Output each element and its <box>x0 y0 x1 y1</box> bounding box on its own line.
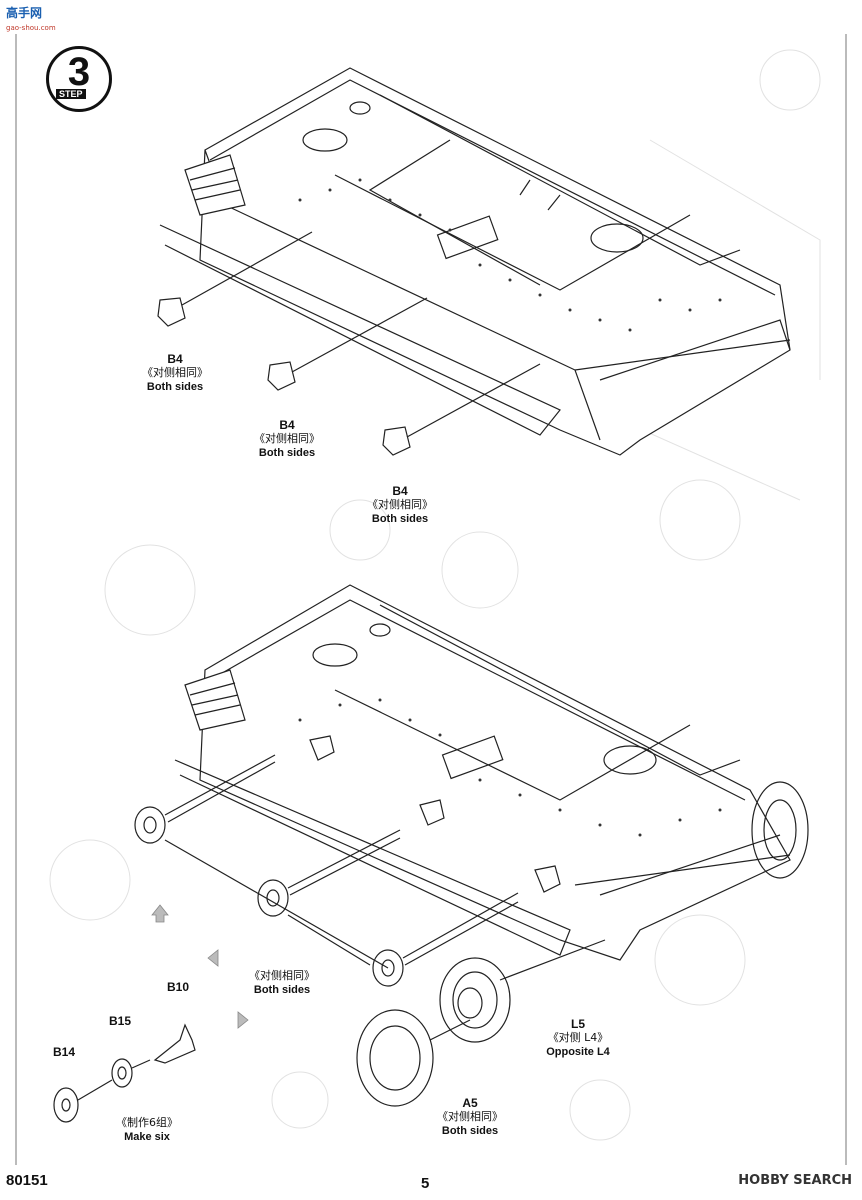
rivet-dots-top <box>298 178 722 332</box>
top-hull-drawing <box>159 67 791 456</box>
label-cn: 《对侧相同》 <box>367 498 433 511</box>
make-six-label: 《制作6组》 Make six <box>116 1116 178 1144</box>
step-badge: 3 STEP <box>46 46 112 112</box>
step-word: STEP <box>56 89 86 99</box>
kit-number: 80151 <box>6 1172 48 1189</box>
direction-arrows <box>151 904 249 1029</box>
part-code: B4 <box>279 418 295 432</box>
label-en: Both sides <box>146 381 204 393</box>
b4-label-3: B4 《对侧相同》 Both sides <box>367 484 433 526</box>
b14-label: B14 <box>53 1045 75 1059</box>
b4-label-1: B4 《对侧相同》 Both sides <box>142 352 208 394</box>
l5-label: L5 《对侧 L4》 Opposite L4 <box>546 1017 610 1059</box>
b10-label: B10 <box>167 980 189 994</box>
label-cn: 《对侧相同》 <box>142 366 208 379</box>
watermark-logo: 高手网 <box>6 6 43 20</box>
label-cn: 《对侧 L4》 <box>547 1031 609 1044</box>
part-code: B15 <box>108 1014 132 1028</box>
label-en: Make six <box>124 1131 170 1143</box>
sub-assembly-drawing <box>53 1023 196 1123</box>
rivet-dots-bottom <box>298 698 722 837</box>
label-cn: 《对侧相同》 <box>437 1110 503 1123</box>
a5-label: A5 《对侧相同》 Both sides <box>437 1096 503 1138</box>
label-cn: 《制作6组》 <box>116 1116 178 1129</box>
label-en: Both sides <box>258 447 316 459</box>
part-code: B14 <box>52 1045 76 1059</box>
part-code: B4 <box>167 352 183 366</box>
step-number: 3 <box>67 50 91 94</box>
label-cn: 《对侧相同》 <box>249 969 315 982</box>
watermark-url: gao-shou.com <box>6 24 56 32</box>
page-number: 5 <box>421 1175 430 1192</box>
label-en: Both sides <box>371 513 429 525</box>
label-en: Both sides <box>441 1125 499 1137</box>
b15-label: B15 <box>109 1014 131 1028</box>
bottom-wheels <box>134 754 606 1107</box>
wheels-label: 《对侧相同》 Both sides <box>249 969 315 997</box>
part-code: L5 <box>570 1017 585 1031</box>
watermark-hobby-search: HOBBY SEARCH <box>738 1173 852 1188</box>
part-code: B10 <box>166 980 190 994</box>
label-cn: 《对侧相同》 <box>254 432 320 445</box>
b4-label-2: B4 《对侧相同》 Both sides <box>254 418 320 460</box>
part-code: A5 <box>462 1096 478 1110</box>
label-en: Opposite L4 <box>546 1046 610 1058</box>
part-code: B4 <box>392 484 408 498</box>
top-b4-parts <box>157 231 541 456</box>
bottom-hull-drawing <box>174 584 809 961</box>
label-en: Both sides <box>253 984 311 996</box>
